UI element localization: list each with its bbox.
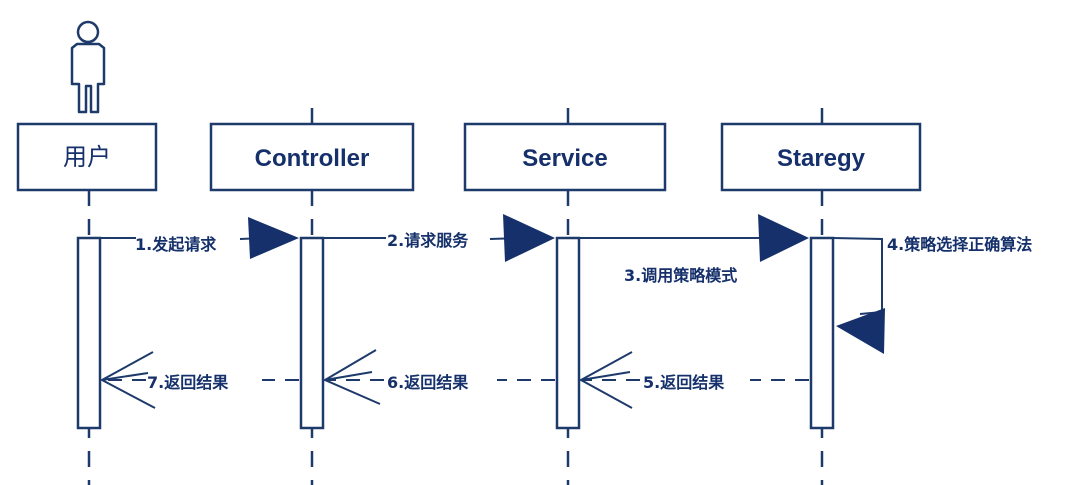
- message-label: 4.策略选择正确算法: [887, 235, 1032, 254]
- participant-user: 用户: [16, 122, 158, 192]
- participant-service: Service: [463, 122, 667, 192]
- participant-box: [463, 122, 667, 192]
- filled-arrowhead-icon: [836, 308, 885, 354]
- participant-box: [16, 122, 158, 192]
- message-6: 6.返回结果: [322, 349, 555, 405]
- message-label: 6.返回结果: [387, 373, 468, 392]
- participant-label: 用户: [63, 143, 111, 171]
- participant-box: [209, 122, 415, 192]
- open-arrowhead-icon: [99, 351, 156, 409]
- activation-staregy: [809, 236, 835, 430]
- activation-service: [555, 236, 581, 430]
- message-5: 5.返回结果: [578, 351, 809, 409]
- participant-label: Service: [522, 145, 607, 172]
- participant-staregy: Staregy: [720, 122, 922, 192]
- participant-label: Staregy: [777, 145, 866, 172]
- filled-arrowhead-icon: [503, 214, 555, 262]
- lifelines: [87, 108, 824, 485]
- open-arrowhead-icon: [578, 351, 633, 409]
- open-arrowhead-icon: [322, 349, 381, 405]
- message-label: 7.返回结果: [147, 373, 228, 392]
- participant-controller: Controller: [209, 122, 415, 192]
- filled-arrowhead-icon: [248, 217, 299, 259]
- message-label: 3.调用策略模式: [624, 266, 737, 285]
- message-label: 1.发起请求: [135, 235, 217, 254]
- message-label: 5.返回结果: [643, 373, 724, 392]
- message-4: 4.策略选择正确算法: [832, 235, 1032, 354]
- message-label: 2.请求服务: [387, 231, 469, 250]
- stick-figure-icon: [70, 20, 106, 114]
- activation-user: [76, 236, 102, 430]
- filled-arrowhead-icon: [758, 214, 809, 262]
- activation-controller: [299, 236, 325, 430]
- message-7: 7.返回结果: [99, 351, 299, 409]
- message-3: 3.调用策略模式: [579, 214, 809, 285]
- message-1: 1.发起请求: [100, 217, 299, 259]
- participant-box: [720, 122, 922, 192]
- message-2: 2.请求服务: [323, 214, 555, 262]
- participant-label: Controller: [255, 145, 370, 172]
